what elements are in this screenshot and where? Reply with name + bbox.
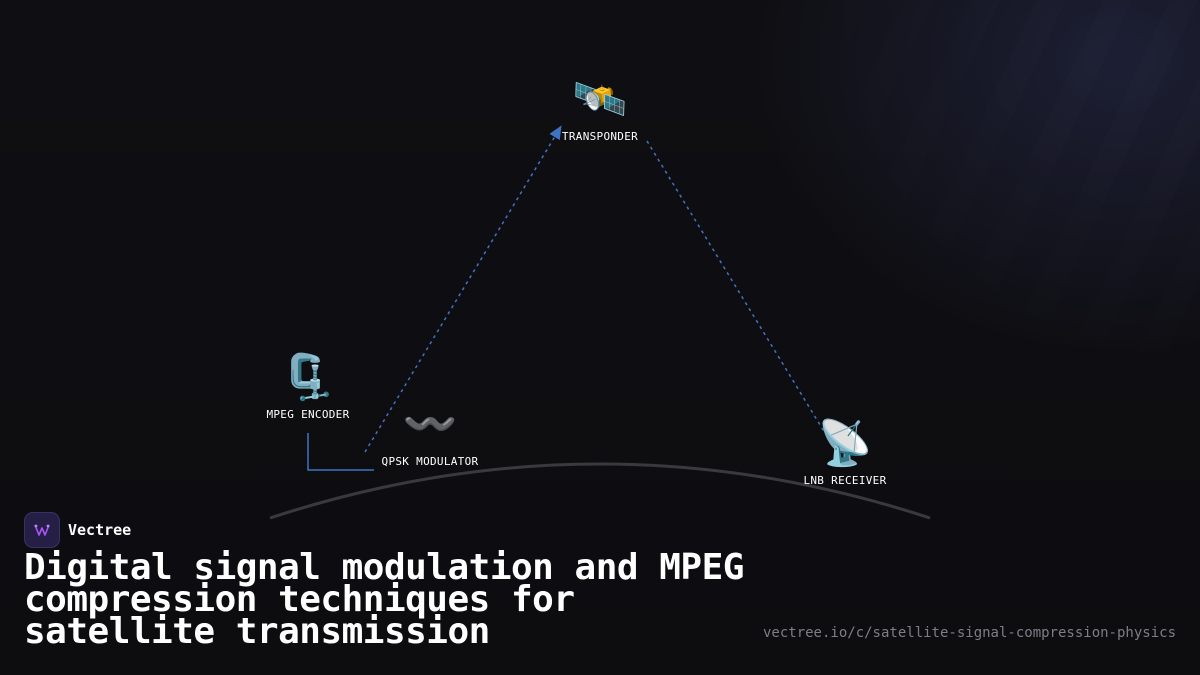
mpeg-encoder-label: MPEG ENCODER [266, 408, 350, 421]
node-transponder: 🛰️ TRANSPONDER [561, 74, 639, 144]
node-qpsk-modulator: 〰️ QPSK MODULATOR [381, 399, 479, 469]
qpsk-modulator-label: QPSK MODULATOR [381, 455, 479, 468]
wavy-dash-icon: 〰️ [402, 399, 458, 450]
clamp-icon: 🗜️ [280, 352, 336, 403]
satellite-icon: 🛰️ [572, 74, 628, 125]
brand-name: Vectree [68, 521, 132, 539]
page-title: Digital signal modulation and MPEG compr… [24, 547, 744, 652]
node-lnb-receiver: 📡 LNB RECEIVER [803, 418, 887, 488]
satellite-dish-icon: 📡 [817, 418, 873, 469]
node-mpeg-encoder: 🗜️ MPEG ENCODER [266, 352, 350, 422]
downlink-line [646, 140, 829, 439]
transponder-label: TRANSPONDER [561, 130, 639, 143]
earth-curve [269, 462, 931, 520]
lnb-receiver-label: LNB RECEIVER [803, 474, 887, 487]
source-url[interactable]: vectree.io/c/satellite-signal-compressio… [762, 625, 1176, 641]
uplink-arrow [364, 125, 562, 453]
background-rays [640, 0, 1200, 560]
vectree-logo-icon [24, 512, 60, 548]
brand[interactable]: Vectree [24, 512, 131, 548]
encoder-to-modulator-connector [307, 433, 374, 471]
